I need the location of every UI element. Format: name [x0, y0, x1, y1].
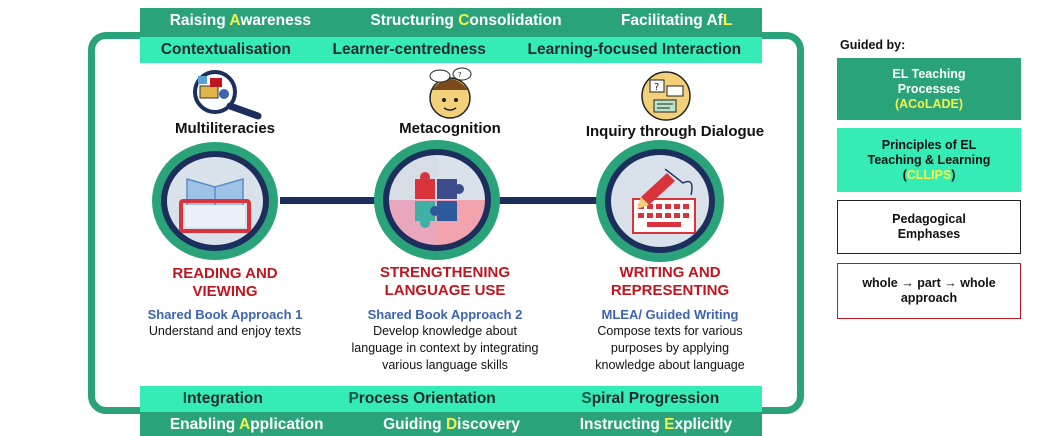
reading-viewing-description: Understand and enjoy texts	[148, 324, 302, 338]
principles-band-bottom: Integration Process Orientation Spiral P…	[140, 386, 762, 412]
magnifier-media-icon	[193, 70, 262, 120]
learning-focused-interaction-label: Learning-focused Interaction	[527, 41, 742, 58]
legend-teaching-processes: EL Teaching Processes (ACoLADE)	[837, 58, 1021, 120]
svg-text:?: ?	[458, 71, 462, 79]
writing-representing-title: WRITING AND REPRESENTING	[610, 264, 730, 299]
teaching-processes-band-bottom: Enabling Application Guiding Discovery I…	[140, 414, 762, 436]
contextualisation-label: Contextualisation	[160, 41, 291, 58]
svg-text:?: ?	[654, 82, 659, 93]
shared-book-approach-2: Shared Book Approach 2	[367, 307, 523, 322]
metacognition-label: Metacognition	[399, 120, 501, 137]
principles-band-top: Contextualisation Learner-centredness Le…	[140, 37, 762, 63]
legend-title: Guided by:	[840, 38, 906, 52]
mlea-guided-writing: MLEA/ Guided Writing	[601, 307, 739, 322]
shared-book-approach-1: Shared Book Approach 1	[147, 307, 303, 322]
raising-awareness-label: Raising Awareness	[169, 12, 311, 29]
reading-viewing-title: READING AND VIEWING	[172, 265, 278, 300]
pencil-keyboard-icon	[632, 168, 696, 234]
reading-viewing-circle	[152, 142, 278, 260]
legend-pedagogical-emphases: Pedagogical Emphases	[837, 200, 1021, 254]
multiliteracies-label: Multiliteracies	[174, 120, 276, 137]
book-tablet-icon	[179, 178, 251, 233]
instructing-explicitly-label: Instructing Explicitly	[579, 416, 733, 433]
writing-representing-circle	[596, 140, 724, 262]
integration-label: Integration	[182, 390, 263, 407]
guiding-discovery-label: Guiding Discovery	[383, 416, 521, 433]
process-orientation-label: Process Orientation	[348, 390, 496, 407]
dialogue-heads-icon: ?	[641, 71, 691, 121]
strengthening-language-use-title: STRENGTHENING LANGUAGE USE	[379, 264, 510, 299]
learner-centredness-label: Learner-centredness	[332, 41, 486, 58]
teaching-processes-band-top: Raising Awareness Structuring Consolidat…	[140, 8, 762, 34]
puzzle-icon	[415, 172, 464, 228]
language-use-description: Develop knowledge about language in cont…	[351, 324, 539, 372]
inquiry-through-dialogue-label: Inquiry through Dialogue	[585, 123, 765, 140]
enabling-application-label: Enabling Application	[169, 416, 324, 433]
writing-representing-description: Compose texts for various purposes by ap…	[595, 324, 745, 372]
language-use-circle	[374, 140, 500, 260]
spiral-progression-label: Spiral Progression	[581, 390, 720, 407]
legend-whole-part-whole: whole → part → whole approach	[837, 263, 1021, 319]
facilitating-afl-label: Facilitating AfL	[620, 12, 733, 29]
thinking-head-icon: ?	[429, 67, 472, 119]
legend-principles: Principles of EL Teaching & Learning (CL…	[837, 128, 1021, 192]
structuring-consolidation-label: Structuring Consolidation	[370, 12, 562, 29]
